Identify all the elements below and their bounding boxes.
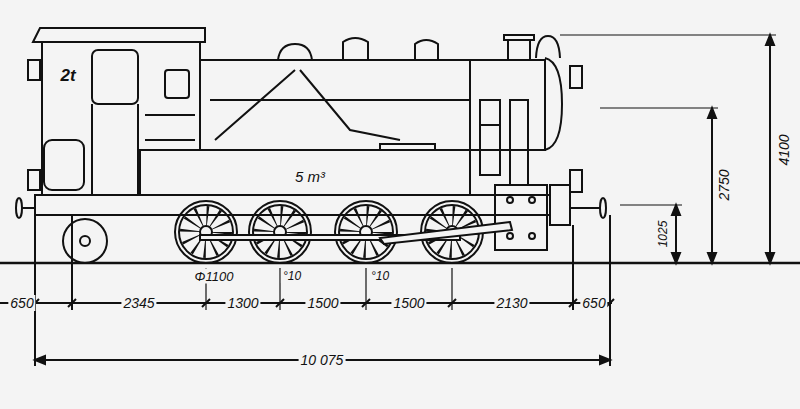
drawing-line <box>28 60 40 80</box>
drawing-line <box>210 99 470 101</box>
drawing-line <box>343 38 368 60</box>
drawing-line <box>22 207 600 209</box>
drawing-line <box>600 198 606 218</box>
drawing-line <box>504 35 534 40</box>
drawing-line <box>165 70 189 98</box>
drawing-line <box>570 66 582 88</box>
drawing-line <box>507 197 513 203</box>
drawing-line <box>265 217 295 247</box>
dimension-lines <box>0 35 800 366</box>
drawing-line <box>380 222 512 244</box>
drawing-line <box>42 42 200 195</box>
dimension-value: 1300 <box>225 295 260 311</box>
drawing-line <box>179 205 233 259</box>
dimension-value: 650 <box>8 295 35 311</box>
drawing-line <box>191 217 221 247</box>
dimension-value: 650 <box>580 295 607 311</box>
dimension-value: 1500 <box>305 295 340 311</box>
drawing-line <box>215 70 400 140</box>
driving-wheels <box>175 201 512 263</box>
drawing-line <box>0 262 800 265</box>
axle-play: °10 <box>369 269 391 283</box>
drawing-line <box>676 35 770 263</box>
overall-length: 10 075 <box>299 352 346 368</box>
tank-volume: 5 m³ <box>293 168 327 185</box>
drawing-line <box>380 144 435 150</box>
drawing-line <box>339 205 393 259</box>
axle-play: °10 <box>281 269 303 283</box>
drawing-line <box>415 40 438 60</box>
dimension-value: 4100 <box>776 132 792 167</box>
drawing-line <box>33 28 205 42</box>
drawing-line <box>28 170 40 190</box>
drawing-line <box>63 219 107 263</box>
drawing-line <box>508 40 530 60</box>
drawing-line <box>200 60 545 150</box>
drawing-line <box>92 50 138 104</box>
drawing-line <box>529 233 535 239</box>
drawing-line <box>507 233 513 239</box>
drawing-line <box>278 44 312 60</box>
drawing-line <box>510 100 528 185</box>
dimension-value: 2345 <box>121 295 156 311</box>
drawing-line <box>672 35 774 263</box>
drawing-line <box>550 185 570 225</box>
drawing-line <box>16 198 22 218</box>
drawing-line <box>351 217 381 247</box>
drawing-line <box>335 201 397 263</box>
drawing-line <box>536 36 560 58</box>
dimension-value: 2130 <box>494 295 529 311</box>
drawing-line <box>200 222 512 244</box>
dimension-value: 2750 <box>716 167 732 202</box>
drawing-line <box>560 35 776 205</box>
drawing-line <box>570 170 582 192</box>
drawing-line <box>529 197 535 203</box>
drawing-line <box>545 58 562 150</box>
drawing-line <box>480 100 500 175</box>
drawing-line <box>44 140 84 190</box>
drawing-line <box>80 236 90 246</box>
locomotive-outline <box>16 28 606 263</box>
dimension-value: 1025 <box>656 219 670 250</box>
wheel-diameter: Φ1100 <box>193 269 236 284</box>
drawing-line <box>249 201 311 263</box>
drawing-line <box>35 215 610 366</box>
drawing-line <box>469 60 471 150</box>
drawing-line <box>140 150 470 195</box>
drawing-line <box>253 205 307 259</box>
drawing-line <box>175 201 237 263</box>
cab-mark: 2t <box>58 66 77 85</box>
drawing-line <box>206 268 452 310</box>
dimension-value: 1500 <box>391 295 426 311</box>
drawing-line <box>480 125 500 150</box>
drawing-line <box>495 185 547 250</box>
